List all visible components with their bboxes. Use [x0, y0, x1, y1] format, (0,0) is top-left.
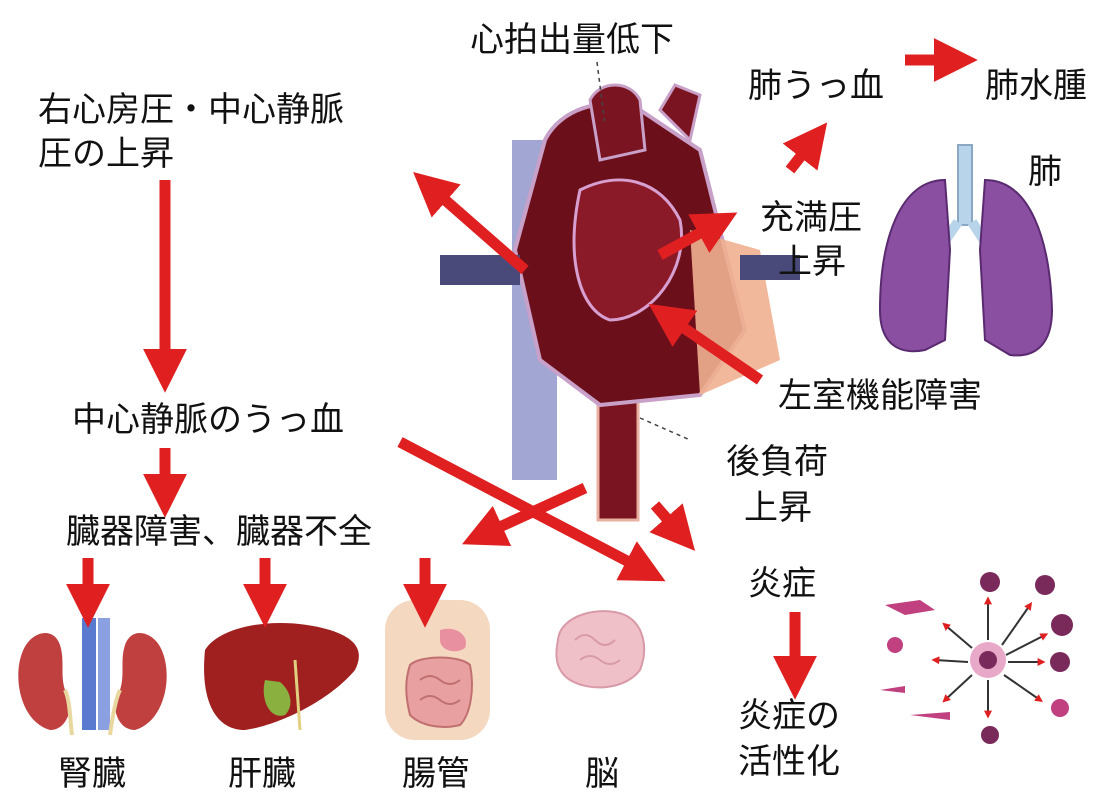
arrow-filling-pressure-to-pulmonary-congestion	[790, 138, 815, 170]
label-intestine: 腸管	[402, 752, 470, 796]
label-lv-dysfunction: 左室機能障害	[778, 374, 982, 418]
label-brain: 脳	[585, 752, 619, 796]
intestine-illustration	[385, 600, 490, 740]
liver-illustration	[204, 623, 359, 730]
label-cardiac-output-drop: 心拍出量低下	[470, 18, 674, 62]
inflammation-cells-illustration	[880, 572, 1073, 744]
label-organ-failure: 臓器障害、臓器不全	[66, 510, 372, 554]
label-central-venous-congestion: 中心静脈のうっ血	[72, 398, 344, 442]
label-inflammation-activation-1: 炎症の	[738, 694, 840, 738]
label-kidney: 腎臓	[58, 752, 126, 796]
kidney-illustration	[18, 618, 166, 735]
arrow-afterload-to-inflammation	[655, 505, 682, 536]
label-afterload-1: 後負荷	[726, 440, 828, 484]
lungs-illustration	[880, 145, 1052, 355]
label-ra-pressure-rise-2: 圧の上昇	[38, 132, 174, 176]
label-inflammation: 炎症	[748, 562, 816, 606]
label-inflammation-activation-2: 活性化	[738, 740, 840, 784]
label-liver: 肝臓	[228, 752, 296, 796]
brain-illustration	[556, 611, 644, 687]
label-filling-pressure-2: 上昇	[778, 240, 846, 284]
label-lung: 肺	[1028, 150, 1062, 194]
label-filling-pressure-1: 充満圧	[760, 196, 862, 240]
label-pulmonary-edema: 肺水腫	[985, 64, 1087, 108]
label-ra-pressure-rise-1: 右心房圧・中心静脈	[38, 88, 344, 132]
leader-line-afterload	[640, 418, 690, 440]
label-pulmonary-congestion: 肺うっ血	[748, 64, 884, 108]
label-afterload-2: 上昇	[744, 486, 812, 530]
